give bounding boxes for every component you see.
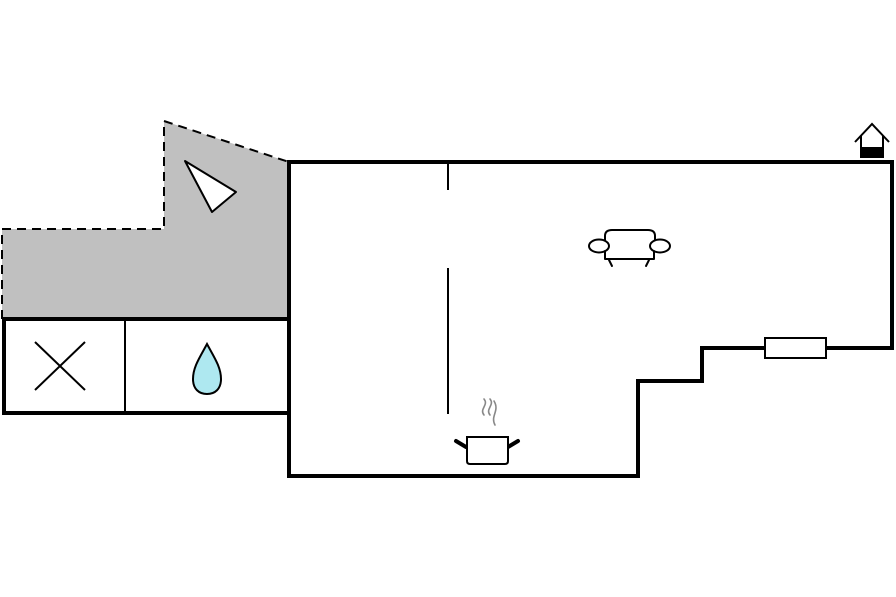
sofa-icon [588, 229, 671, 267]
radiator-icon [764, 337, 827, 359]
cooking-pot-icon [454, 398, 520, 465]
walls [2, 160, 894, 478]
compass-triangle-icon [184, 160, 237, 213]
terrace-dashed-border [1, 119, 290, 319]
main-outer-wall [287, 160, 894, 478]
terrace-fill [2, 121, 289, 319]
water-drop-icon [191, 341, 223, 396]
terrace-area [1, 119, 290, 319]
house-entrance-icon [854, 122, 890, 158]
bath-block-wall [2, 317, 291, 415]
cross-icon [34, 341, 86, 391]
